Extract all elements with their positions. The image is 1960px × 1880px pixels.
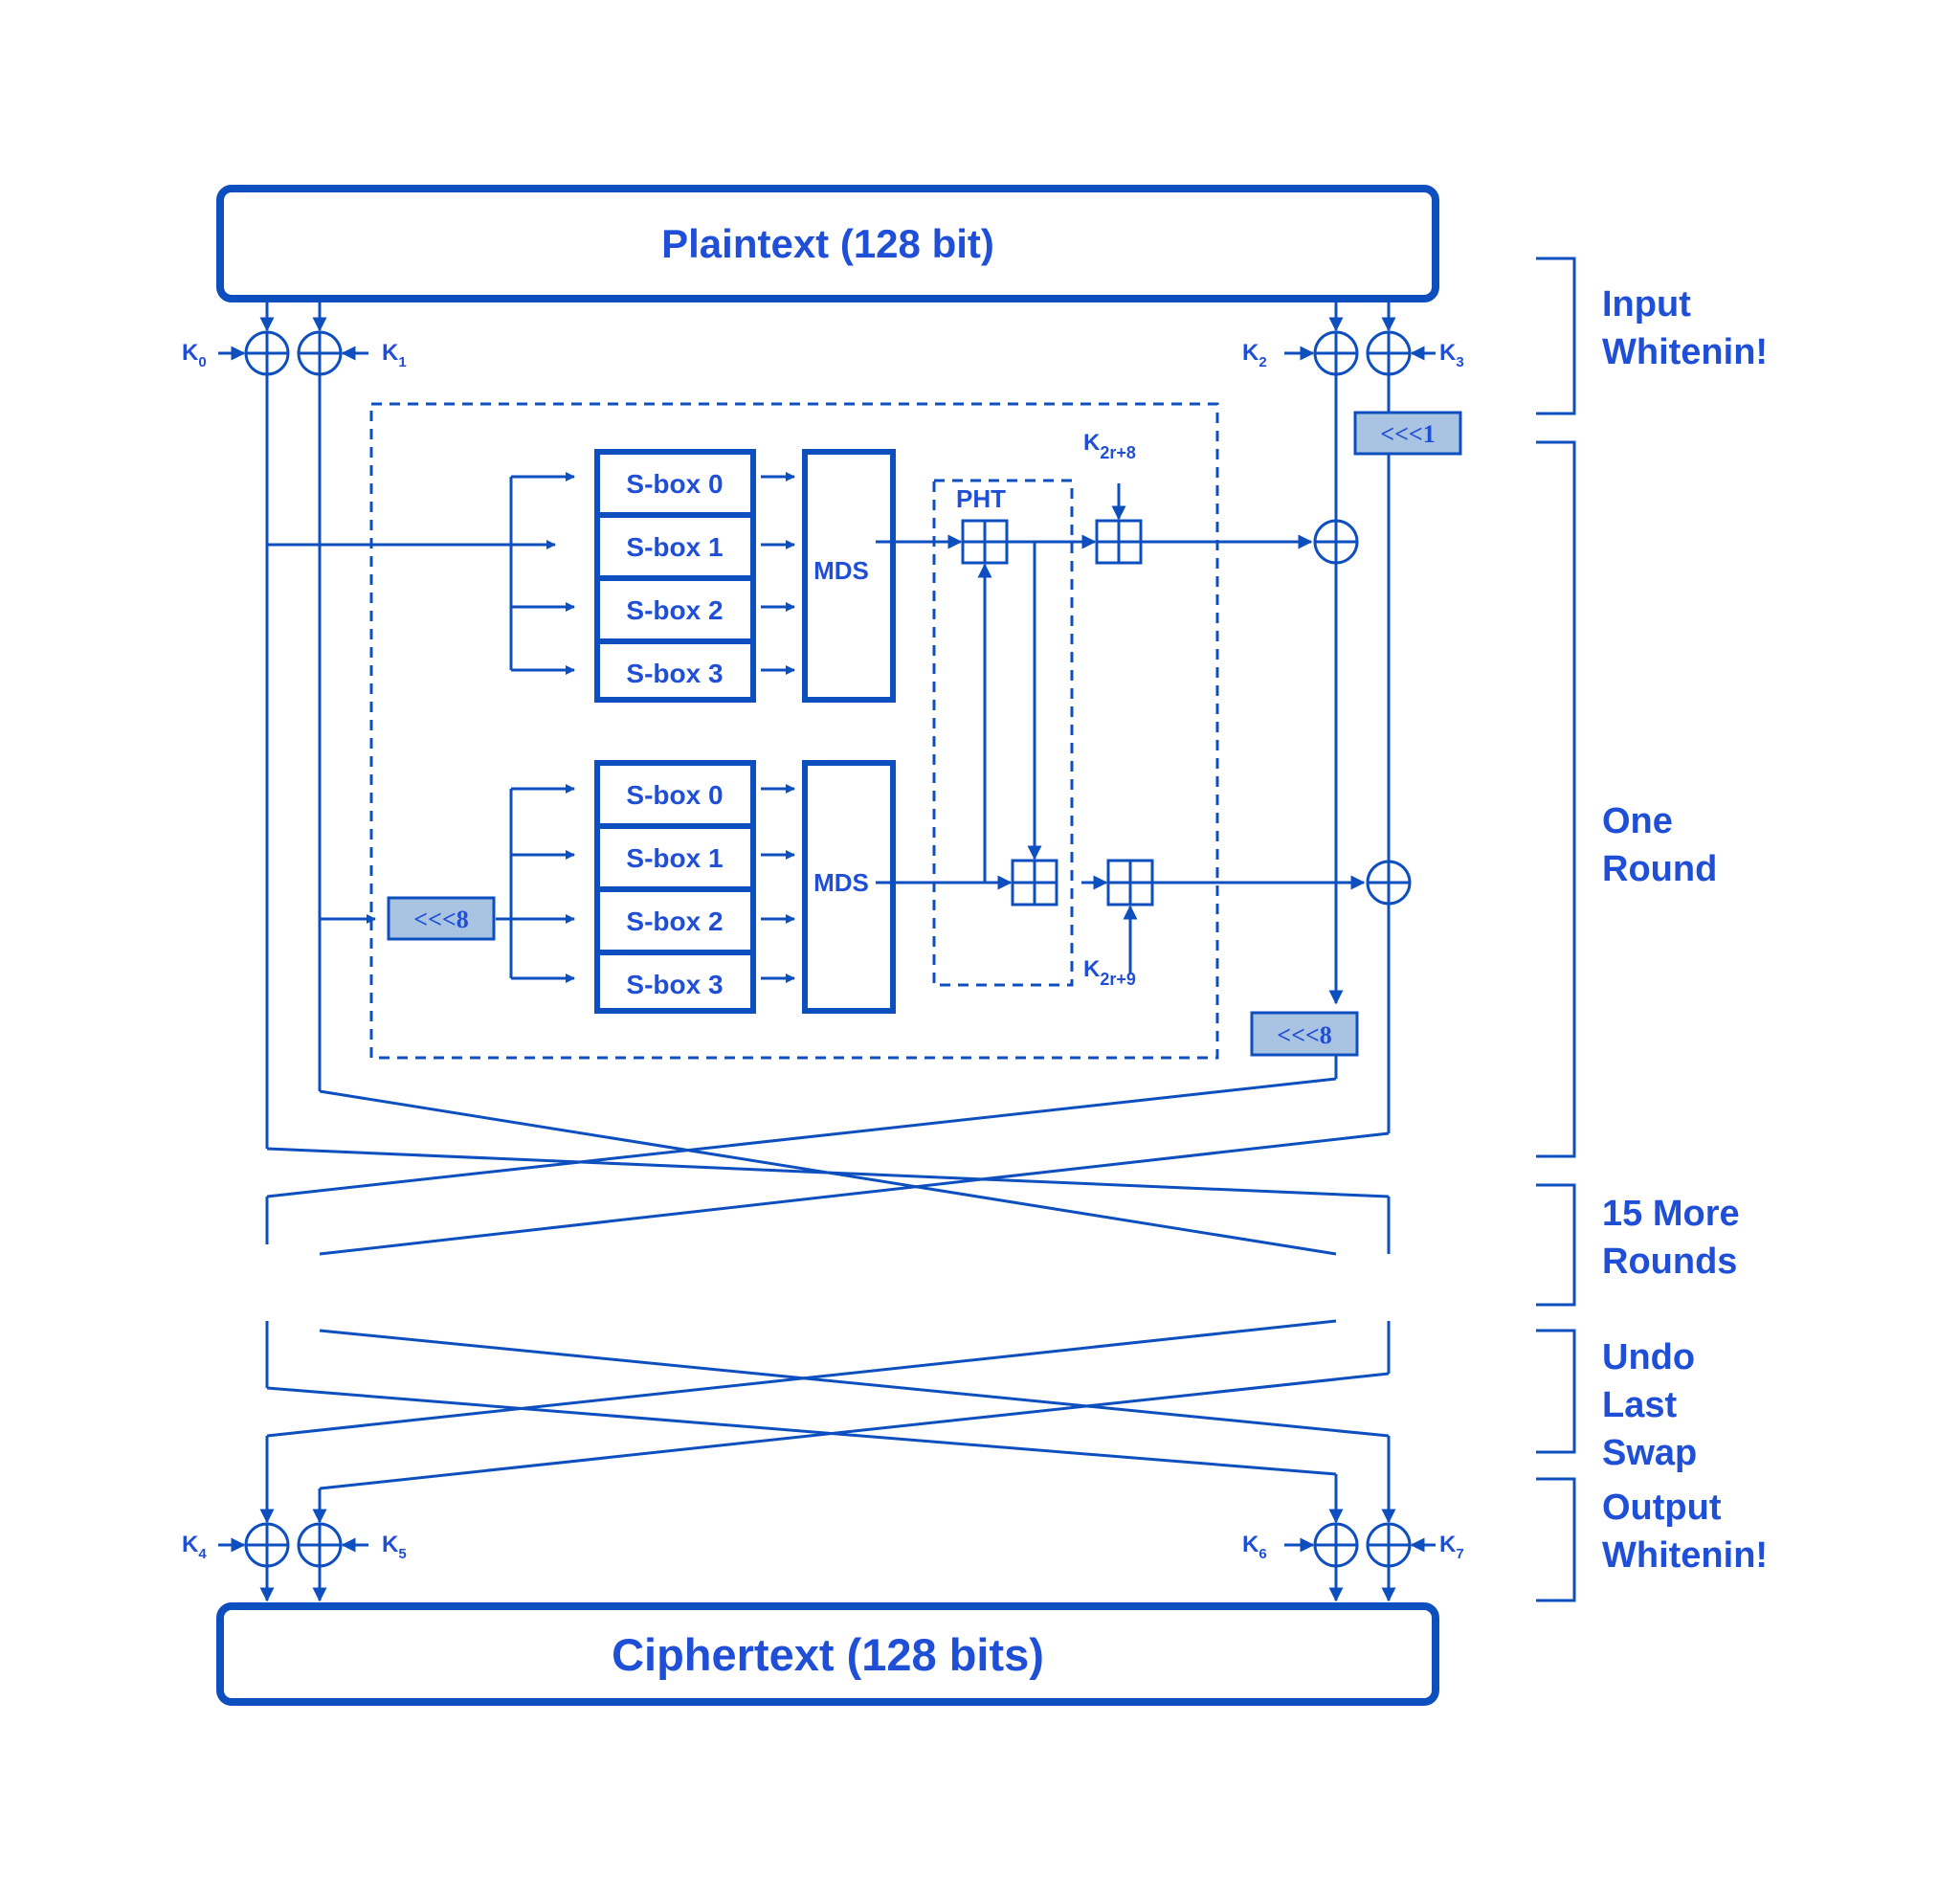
ciphertext-box	[216, 1602, 1439, 1706]
plaintext-box	[216, 185, 1439, 302]
sbox-top-3-label: S-box 3	[626, 659, 723, 688]
bracket-one-round	[1536, 440, 1576, 1158]
sbox-group-bottom	[594, 760, 756, 1014]
mds-bottom-box	[802, 760, 896, 1014]
key-k0-label: K0	[182, 340, 207, 370]
svg-text:<<<8: <<<8	[1277, 1021, 1331, 1049]
svg-text:K2: K2	[1242, 340, 1267, 370]
key-k2r8-label: K2r+8	[1083, 430, 1136, 462]
sbox-top-1-label: S-box 1	[626, 532, 723, 562]
round-function-box	[369, 402, 1219, 1060]
mds-top-box	[802, 449, 896, 703]
rot-in-box: <<<8	[387, 896, 496, 941]
key-k1-label: K1	[382, 340, 407, 370]
bracket-input-whitening	[1536, 257, 1576, 415]
sbox-bottom-1-label: S-box 1	[626, 843, 723, 873]
xor-round-bottom	[1366, 860, 1412, 906]
pht-adder-top	[961, 519, 1009, 565]
key-k2-label: K2	[1242, 340, 1267, 370]
bracket-more-rounds	[1536, 1183, 1576, 1307]
section-more-rounds: 15 More Rounds	[1602, 1194, 1749, 1282]
svg-text:<<<8: <<<8	[413, 906, 468, 933]
svg-text:<<<1: <<<1	[1380, 420, 1435, 448]
mds-bottom-label: MDS	[813, 868, 869, 897]
bracket-undo-swap	[1536, 1329, 1576, 1454]
pht-label: PHT	[956, 484, 1006, 513]
section-undo-swap: Undo Last Swap	[1602, 1337, 1705, 1473]
mds-top-label: MDS	[813, 556, 869, 585]
xor-k5-node	[297, 1522, 343, 1568]
xor-k3-node	[1366, 330, 1412, 376]
xor-k4-node	[244, 1522, 290, 1568]
rot-out-box: <<<8	[1250, 1011, 1359, 1057]
bracket-output-whitening	[1536, 1477, 1576, 1602]
key-k4-label: K4	[182, 1532, 207, 1562]
k2r9-adder	[1106, 859, 1154, 906]
svg-text:K6: K6	[1242, 1532, 1267, 1562]
section-one-round: One Round	[1602, 801, 1717, 889]
section-input-whitening: Input Whitenin!	[1602, 284, 1768, 372]
key-k5-label: K5	[382, 1532, 407, 1562]
xor-k7-node	[1366, 1522, 1412, 1568]
xor-k2-node	[1313, 330, 1359, 376]
sbox-group-top	[594, 449, 756, 703]
rot-k3-box: <<<1	[1353, 411, 1462, 456]
svg-text:K2r+8: K2r+8	[1083, 430, 1136, 462]
section-output-whitening: Output Whitenin!	[1602, 1488, 1768, 1576]
key-k6-label: K6	[1242, 1532, 1267, 1562]
key-k3-label: K3	[1439, 340, 1464, 370]
svg-text:K3: K3	[1439, 340, 1464, 370]
xor-round-top	[1313, 519, 1359, 565]
key-k7-label: K7	[1439, 1532, 1464, 1562]
pht-box	[932, 479, 1074, 987]
sbox-bottom-3-label: S-box 3	[626, 970, 723, 999]
xor-k1-node	[297, 330, 343, 376]
svg-text:K1: K1	[382, 340, 407, 370]
sbox-top-0-label: S-box 0	[626, 469, 723, 499]
xor-k0-node	[244, 330, 290, 376]
xor-k6-node	[1313, 1522, 1359, 1568]
k2r8-adder	[1095, 519, 1143, 565]
sbox-bottom-2-label: S-box 2	[626, 906, 723, 936]
sbox-bottom-0-label: S-box 0	[626, 780, 723, 810]
pht-adder-bottom	[1011, 859, 1058, 906]
svg-text:K0: K0	[182, 340, 207, 370]
svg-text:K4: K4	[182, 1532, 207, 1562]
key-k2r9-label: K2r+9	[1083, 956, 1136, 989]
ciphertext-label: Ciphertext (128 bits)	[612, 1629, 1044, 1680]
svg-text:K7: K7	[1439, 1532, 1464, 1562]
sbox-top-2-label: S-box 2	[626, 595, 723, 625]
plaintext-label: Plaintext (128 bit)	[661, 221, 994, 266]
svg-text:K5: K5	[382, 1532, 407, 1562]
svg-text:K2r+9: K2r+9	[1083, 956, 1136, 989]
